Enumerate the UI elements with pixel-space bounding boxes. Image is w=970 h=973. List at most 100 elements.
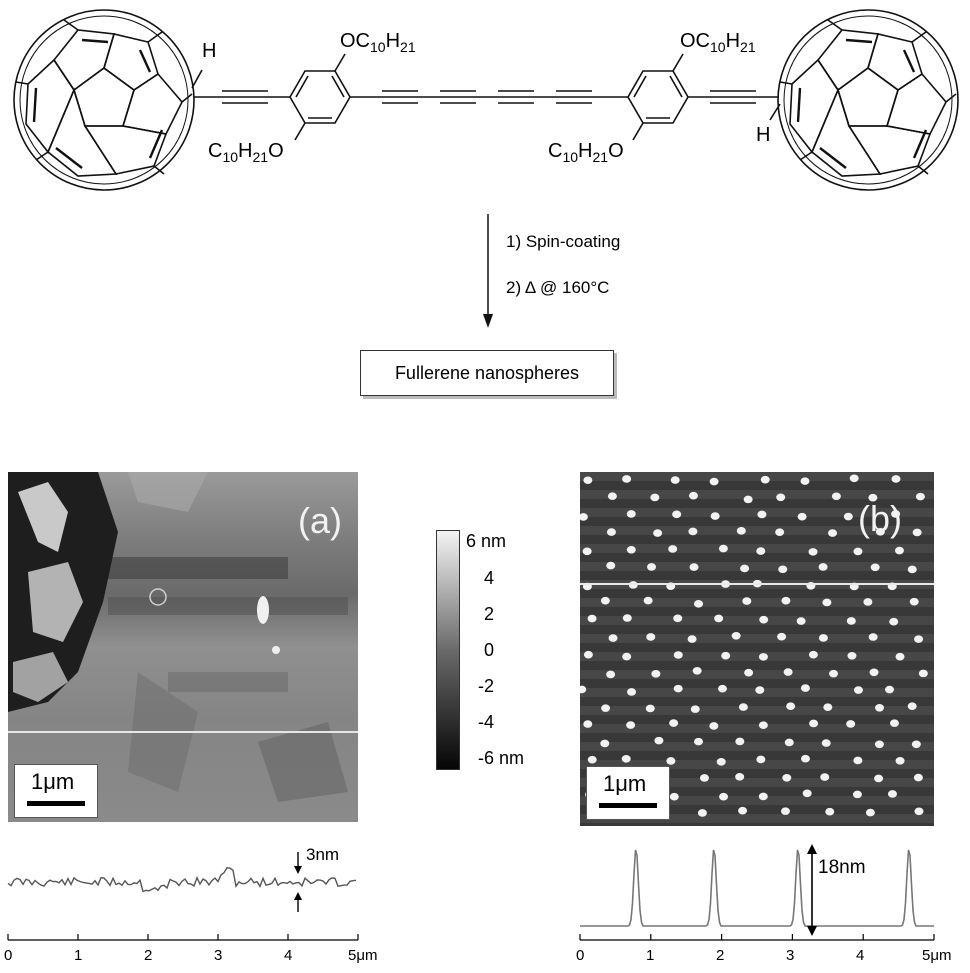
nanosphere-dot	[777, 632, 787, 641]
nanosphere-dot	[760, 475, 770, 484]
nanosphere-dot	[831, 492, 841, 501]
nanosphere-dot	[738, 806, 748, 815]
scale-bar-a-line	[27, 801, 85, 806]
height-profile-b	[579, 844, 935, 941]
reaction-step-2: 2) Δ @ 160°C	[506, 278, 610, 297]
nanosphere-dot	[911, 740, 921, 749]
nanosphere-dot	[759, 615, 769, 624]
colorbar-label: -4	[478, 712, 495, 732]
nanosphere-dot	[580, 513, 588, 521]
axis-tick-label: 2	[716, 947, 725, 964]
left-fullerene	[13, 9, 195, 191]
nanosphere-dot	[606, 561, 616, 570]
product-label: Fullerene nanospheres	[394, 362, 580, 383]
nanosphere-dot	[699, 774, 709, 782]
nanosphere-dot	[828, 529, 838, 537]
nanosphere-dot	[780, 807, 790, 815]
nanosphere-dot	[778, 565, 788, 574]
nanosphere-dot	[731, 631, 741, 640]
nanosphere-dot	[914, 807, 924, 816]
nanosphere-dot	[863, 598, 873, 606]
nanosphere-dot	[821, 739, 831, 747]
nanosphere-dot	[875, 527, 885, 536]
nanosphere-dot	[825, 807, 835, 816]
axis-tick-label: 5μm	[348, 947, 378, 964]
nanosphere-dot	[870, 563, 880, 572]
nanosphere-dot	[669, 792, 679, 801]
nanosphere-dot	[583, 476, 593, 485]
colorbar-label: -2	[478, 676, 495, 696]
nanosphere-dot	[622, 614, 632, 622]
panel-a-label: (a)	[298, 500, 342, 541]
nanosphere-dot	[808, 548, 818, 556]
nanosphere-dot	[716, 758, 726, 766]
nanosphere-dot	[669, 719, 679, 727]
nanosphere-dot	[626, 510, 636, 518]
nanosphere-dot	[915, 492, 925, 501]
decyloxy-label-top-right: OC10H21	[680, 30, 756, 55]
nanosphere-dot	[651, 670, 661, 678]
nanosphere-dot	[627, 688, 637, 696]
nanosphere-dot	[875, 703, 885, 712]
nanosphere-dot	[853, 547, 863, 556]
nanosphere-dot	[646, 633, 656, 641]
nanosphere-dot	[709, 477, 719, 486]
axis-tick-label: 3	[214, 947, 223, 964]
nanosphere-dot	[742, 597, 752, 605]
h-atom-right: H	[756, 124, 771, 146]
nanosphere-dot	[583, 720, 593, 728]
colorbar-label: 6 nm	[466, 531, 507, 551]
axis-tick-label: 5μm	[922, 947, 952, 964]
nanosphere-dot	[606, 528, 616, 536]
nanosphere-dot	[647, 563, 657, 571]
left-benzene-ring	[289, 70, 351, 124]
scale-bar-a-label: 1μm	[31, 769, 75, 794]
nanosphere-dot	[653, 529, 663, 537]
nanosphere-dot	[865, 808, 875, 817]
nanosphere-dot	[718, 544, 728, 553]
nanosphere-dot	[714, 614, 724, 623]
molecule-structure	[13, 9, 959, 191]
nanosphere-dot	[869, 668, 879, 677]
nanosphere-dot	[809, 719, 819, 728]
nanosphere-dot	[818, 634, 828, 642]
nanosphere-dot	[654, 736, 664, 745]
colorbar-label: 0	[484, 640, 495, 660]
nanosphere-dot	[868, 493, 878, 502]
nanosphere-dot	[736, 527, 746, 535]
nanosphere-dot	[601, 704, 611, 712]
axis-tick-label: 4	[856, 947, 865, 964]
nanosphere-dot	[756, 547, 766, 555]
h-atom-left: H	[202, 40, 217, 62]
nanosphere-dot	[849, 474, 859, 483]
nanosphere-dot	[846, 617, 856, 625]
decyloxy-label-bottom-right: C10H21O	[548, 140, 624, 165]
axis-tick-label: 1	[646, 947, 655, 964]
nanosphere-dot	[822, 598, 832, 607]
height-profile-a	[7, 852, 359, 941]
nanosphere-dot	[889, 719, 899, 727]
nanosphere-dot	[710, 512, 720, 520]
axis-tick-label: 0	[576, 947, 585, 964]
nanosphere-dot	[758, 653, 768, 661]
nanosphere-dot	[606, 670, 616, 679]
nanosphere-dot	[853, 686, 863, 694]
nanosphere-dot	[717, 684, 727, 693]
nanosphere-dot	[668, 545, 678, 553]
nanosphere-dot	[622, 652, 632, 661]
nanosphere-dot	[673, 684, 683, 693]
reaction-arrow	[483, 214, 493, 328]
nanosphere-dot	[673, 651, 683, 659]
afm-image-b: (b)	[580, 472, 934, 826]
nanosphere-dot	[689, 563, 699, 571]
nanosphere-dot	[786, 702, 796, 711]
nanosphere-dot	[697, 809, 707, 817]
nanosphere-dot	[587, 755, 597, 764]
nanosphere-dot	[918, 669, 928, 678]
nanosphere-dot	[694, 737, 704, 746]
nanosphere-dot	[895, 757, 905, 765]
nanosphere-dot	[889, 617, 899, 626]
nanosphere-dot	[907, 565, 917, 574]
nanosphere-dot	[587, 614, 597, 623]
nanosphere-dot	[650, 493, 660, 502]
